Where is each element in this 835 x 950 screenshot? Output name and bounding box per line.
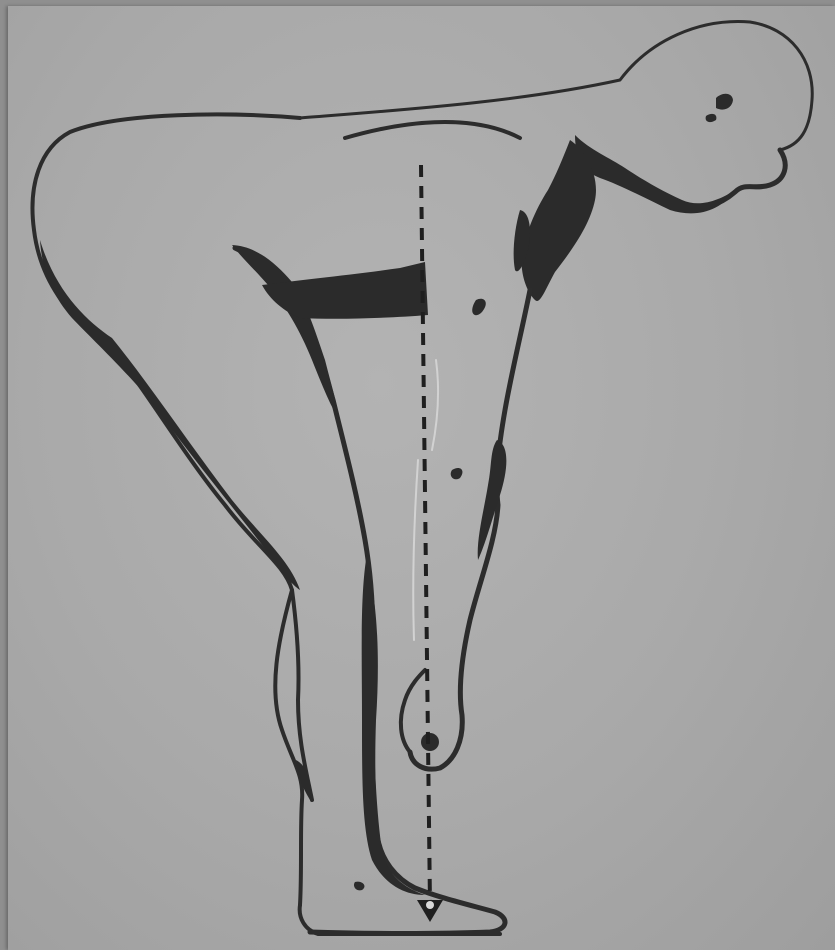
ear-lobe-mark [706,114,717,122]
chest-and-arm-shadow [522,140,596,301]
foot-shadow [354,882,364,891]
inner-thigh-highlight [432,360,438,450]
buttock-shadow [40,240,300,590]
arrowhead-center-dot [426,901,434,909]
ear-mark [716,94,733,110]
abdomen-shadow-band [262,262,428,319]
front-leg-outline [310,840,505,934]
shoulder-blade-arc [345,122,520,138]
knee-mark [451,468,463,479]
hip-mark [472,299,486,315]
shin-shadow [362,560,425,895]
rear-arm-shadow [232,245,340,420]
foot-outline [300,905,500,934]
neck-shadow [575,135,735,213]
back-and-buttock-outline [33,115,303,905]
inner-shin-highlight [413,460,418,640]
